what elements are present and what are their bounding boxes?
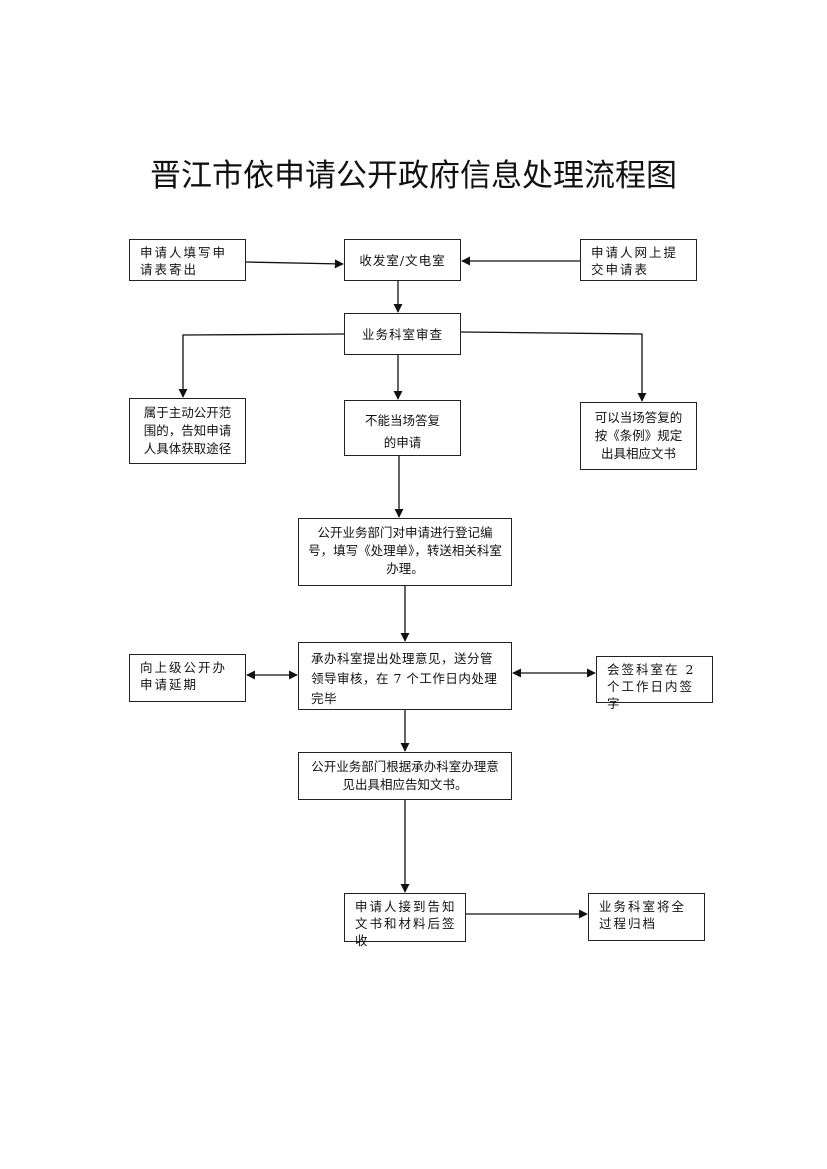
node-countersign-label: 会签科室在 2 个工作日内签字 [607, 662, 696, 711]
node-reception-label: 收发室/文电室 [359, 252, 446, 268]
node-countersign: 会签科室在 2 个工作日内签字 [596, 656, 713, 711]
node-notice-issue-label: 公开业务部门根据承办科室办理意见出具相应告知文书。 [311, 759, 499, 792]
node-register-label: 公开业务部门对申请进行登记编号，填写《处理单》，转送相关科室办理。 [308, 525, 502, 576]
edge-dept-review-to-immediate-reply [460, 331, 647, 402]
node-notice-issue: 公开业务部门根据承办科室办理意见出具相应告知文书。 [298, 752, 512, 800]
node-extension-label: 向上级公开办申请延期 [140, 660, 228, 692]
node-dept-review-label: 业务科室审查 [361, 326, 443, 342]
edge-mail-in-to-reception [245, 259, 344, 269]
node-dept-review: 业务科室审查 [344, 313, 461, 355]
node-register: 公开业务部门对申请进行登记编号，填写《处理单》，转送相关科室办理。 [298, 518, 512, 586]
node-mail-in: 申请人填写申请表寄出 [129, 239, 246, 281]
node-archive-label: 业务科室将全过程归档 [599, 899, 687, 931]
node-online-submit-label: 申请人网上提交申请表 [591, 245, 679, 277]
node-mail-in-label: 申请人填写申请表寄出 [140, 245, 228, 277]
node-handling-label: 承办科室提出处理意见，送分管领导审核，在 7 个工作日内处理完毕 [311, 651, 498, 706]
diagram-title: 晋江市依申请公开政府信息处理流程图 [150, 158, 677, 194]
node-reception: 收发室/文电室 [344, 239, 461, 281]
node-handling: 承办科室提出处理意见，送分管领导审核，在 7 个工作日内处理完毕 [298, 642, 512, 710]
node-extension: 向上级公开办申请延期 [129, 654, 246, 702]
node-immediate-reply: 可以当场答复的按《条例》规定出具相应文书 [580, 402, 697, 470]
node-not-immediate-label: 不能当场答复的申请 [364, 413, 440, 450]
node-proactive-scope-label: 属于主动公开范围的，告知申请人具体获取途径 [143, 405, 232, 456]
node-proactive-scope: 属于主动公开范围的，告知申请人具体获取途径 [129, 398, 246, 464]
node-online-submit: 申请人网上提交申请表 [580, 239, 697, 281]
node-immediate-reply-label: 可以当场答复的按《条例》规定出具相应文书 [594, 410, 683, 461]
edge-dept-review-to-proactive-scope [178, 333, 345, 398]
node-receipt: 申请人接到告知文书和材料后签收 [344, 893, 466, 948]
node-not-immediate: 不能当场答复的申请 [344, 400, 461, 456]
node-archive: 业务科室将全过程归档 [588, 893, 705, 941]
node-receipt-label: 申请人接到告知文书和材料后签收 [355, 899, 457, 948]
